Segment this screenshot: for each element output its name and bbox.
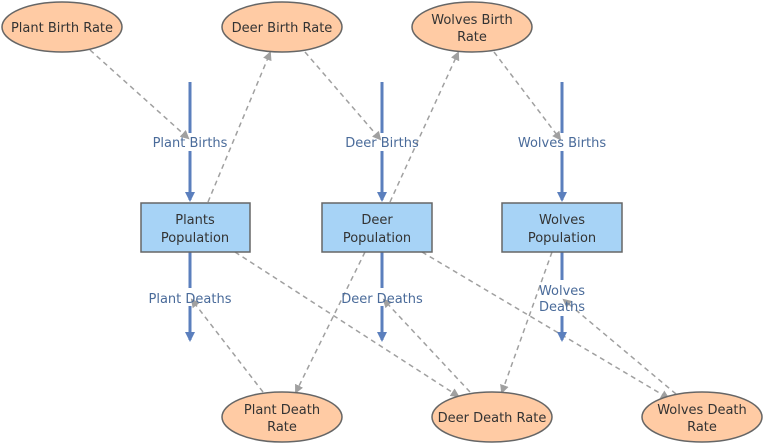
- influence-wolves-birth-rate-to-wolves-births: [493, 51, 562, 141]
- rate-deer-birth[interactable]: Deer Birth Rate: [221, 1, 343, 53]
- stock-plants-label-line1: Plants: [175, 213, 215, 228]
- stock-deer-box: [321, 202, 433, 253]
- rate-plant-death[interactable]: Plant Death Rate: [221, 391, 343, 443]
- influence-wolves-death-rate-to-wolves-deaths: [562, 298, 677, 395]
- flow-label-wolves-deaths-line2: Deaths: [539, 300, 585, 315]
- flow-label-wolves-deaths-line1: Wolves: [539, 284, 585, 299]
- influence-deer-to-wolves-birth-rate: [389, 51, 460, 203]
- rate-plant-death-ellipse: [221, 391, 343, 443]
- rate-wolves-death-label-line2: Rate: [687, 420, 717, 435]
- influence-plants-to-deer-death-rate: [234, 251, 460, 398]
- rate-deer-death-label: Deer Death Rate: [438, 411, 547, 426]
- influence-deer-to-plant-death-rate: [295, 251, 366, 394]
- rate-wolves-birth-ellipse: [411, 1, 533, 53]
- influence-plant-birth-rate-to-plant-births: [89, 49, 190, 140]
- stock-wolves-box: [501, 202, 623, 253]
- rate-wolves-death-ellipse: [641, 391, 763, 443]
- influence-deer-death-rate-to-deer-deaths: [382, 298, 471, 393]
- rate-plant-birth[interactable]: Plant Birth Rate: [1, 1, 123, 53]
- rate-wolves-birth[interactable]: Wolves Birth Rate: [411, 1, 533, 53]
- influence-deer-to-wolves-death-rate: [421, 251, 670, 400]
- flow-label-deer-births: Deer Births: [345, 136, 419, 151]
- flow-label-deer-deaths: Deer Deaths: [341, 292, 423, 307]
- flow-label-plant-deaths: Plant Deaths: [149, 292, 232, 307]
- flow-label-plant-births: Plant Births: [153, 136, 228, 151]
- rate-plant-birth-ellipse: [1, 1, 123, 53]
- stock-wolves-label-line1: Wolves: [539, 213, 585, 228]
- stock-wolves-label-line2: Population: [528, 231, 596, 246]
- rate-wolves-birth-label-line1: Wolves Birth: [431, 13, 512, 28]
- rate-plant-death-label-line2: Rate: [267, 420, 297, 435]
- rate-wolves-birth-label-line2: Rate: [457, 30, 487, 45]
- rate-deer-birth-ellipse: [221, 1, 343, 53]
- influence-links: [89, 49, 677, 400]
- stocks: Plants Population Deer Population Wolves…: [140, 202, 623, 253]
- rate-deer-death-ellipse: [431, 391, 553, 443]
- flow-label-wolves-births: Wolves Births: [518, 136, 606, 151]
- stock-deer-population[interactable]: Deer Population: [321, 202, 433, 253]
- rate-deer-death[interactable]: Deer Death Rate: [431, 391, 553, 443]
- influence-plant-death-rate-to-plant-deaths: [190, 298, 264, 393]
- flow-labels: Plant Births Deer Births Wolves Births P…: [149, 136, 607, 315]
- rate-deer-birth-label: Deer Birth Rate: [232, 21, 333, 36]
- stock-plants-population[interactable]: Plants Population: [140, 202, 251, 253]
- rate-plant-birth-label: Plant Birth Rate: [11, 21, 113, 36]
- flows: [185, 82, 567, 342]
- influence-plants-to-deer-birth-rate: [207, 51, 272, 203]
- rate-wolves-death[interactable]: Wolves Death Rate: [641, 391, 763, 443]
- stock-plants-box: [140, 202, 251, 253]
- stock-deer-label-line1: Deer: [361, 213, 393, 228]
- stock-plants-label-line2: Population: [161, 231, 229, 246]
- rate-wolves-death-label-line1: Wolves Death: [657, 403, 747, 418]
- stock-deer-label-line2: Population: [343, 231, 411, 246]
- rate-plant-death-label-line1: Plant Death: [244, 403, 320, 418]
- stock-wolves-population[interactable]: Wolves Population: [501, 202, 623, 253]
- influence-deer-birth-rate-to-deer-births: [304, 51, 382, 141]
- influence-wolves-to-deer-death-rate: [500, 251, 553, 394]
